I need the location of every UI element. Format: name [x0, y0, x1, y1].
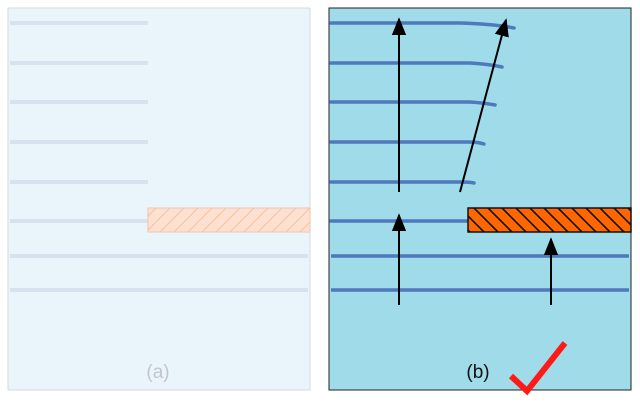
panel-b-obstacle-hatch: [468, 208, 631, 232]
panel-a: (a): [7, 7, 311, 391]
field-line: [329, 100, 497, 107]
field-line: [329, 21, 516, 30]
panel-b-background: [328, 7, 632, 391]
panel-a-background: [7, 7, 311, 391]
field-line: [329, 140, 486, 146]
panel-a-obstacle-hatch: [148, 208, 310, 232]
check-icon: [508, 341, 568, 396]
panel-b-arrows: [391, 17, 559, 305]
panel-b: (b): [328, 7, 632, 391]
panel-b-label: (b): [466, 362, 489, 383]
force-arrow: [459, 18, 509, 193]
panel-a-label: (a): [146, 362, 169, 383]
field-line: [329, 61, 504, 69]
panel-b-field-lines: [329, 21, 629, 292]
field-line: [329, 180, 476, 185]
